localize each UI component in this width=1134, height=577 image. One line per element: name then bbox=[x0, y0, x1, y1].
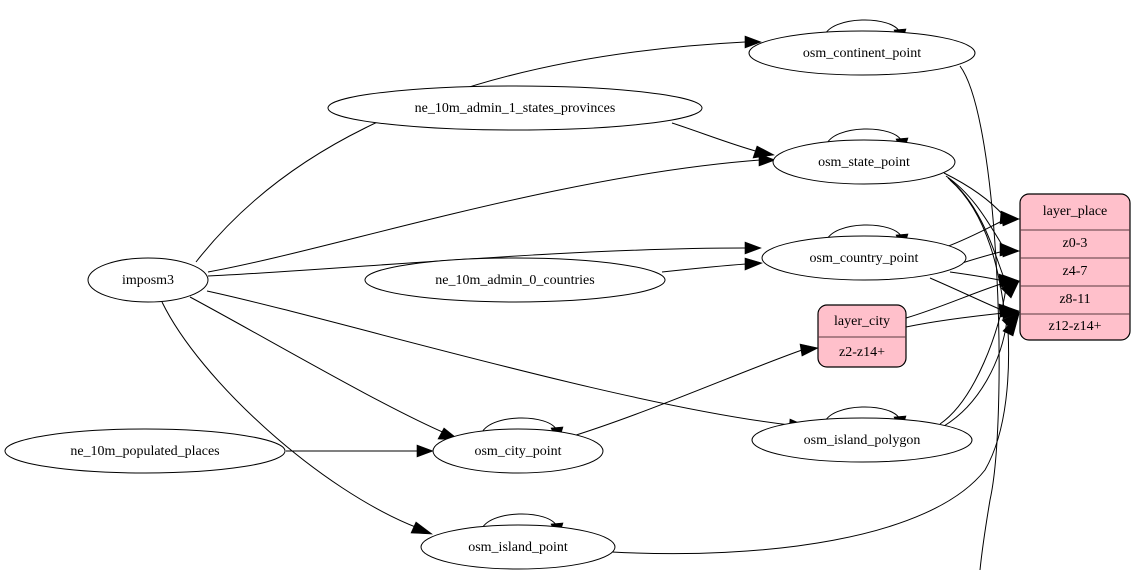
record-row-z0-3[interactable]: z0-3 bbox=[1063, 236, 1088, 251]
edge-osm_state_point-to-layer_place-z12-z14 bbox=[949, 179, 1005, 309]
self-loop-osm_state_point bbox=[825, 128, 903, 147]
edge-osm_state_point-to-layer_place-z0-3 bbox=[943, 172, 1005, 217]
self-loop-osm_island_polygon bbox=[823, 406, 901, 425]
node-shape-ellipse bbox=[87, 257, 209, 303]
node-label: osm_island_point bbox=[468, 540, 568, 555]
edge-imposm3-to-osm_island_polygon bbox=[206, 290, 791, 426]
record-row-z8-11[interactable]: z8-11 bbox=[1059, 292, 1090, 307]
node-imposm3[interactable]: imposm3 bbox=[87, 257, 209, 303]
node-label: ne_10m_populated_places bbox=[70, 444, 219, 459]
node-label: osm_country_point bbox=[810, 251, 919, 266]
node-osm_state_point[interactable]: osm_state_point bbox=[772, 139, 956, 185]
node-label: ne_10m_admin_0_countries bbox=[435, 273, 594, 288]
node-label: osm_island_polygon bbox=[804, 433, 921, 448]
node-shape-ellipse bbox=[772, 139, 956, 185]
node-shape-ellipse bbox=[748, 30, 976, 76]
edge-osm_city_point-to-layer_city bbox=[569, 349, 803, 438]
node-shape-ellipse bbox=[761, 235, 967, 281]
node-osm_island_polygon[interactable]: osm_island_polygon bbox=[751, 417, 973, 463]
node-osm_island_point[interactable]: osm_island_point bbox=[420, 524, 616, 570]
record-row-z12-z14[interactable]: z12-z14+ bbox=[1049, 319, 1102, 334]
node-label: imposm3 bbox=[122, 273, 174, 288]
edge-osm_state_point-to-layer_place-z4-7 bbox=[945, 175, 1005, 249]
record-box-shape bbox=[817, 304, 907, 368]
arrow-head bbox=[744, 35, 762, 49]
arrow-head bbox=[1002, 313, 1020, 337]
edge-osm_country_point-to-layer_place-z12-z14 bbox=[929, 277, 1005, 312]
node-label: ne_10m_admin_1_states_provinces bbox=[415, 101, 616, 116]
node-ne_10m_admin_0_countries[interactable]: ne_10m_admin_0_countries bbox=[364, 257, 666, 303]
node-shape-ellipse bbox=[327, 85, 703, 131]
arrow-head bbox=[1000, 213, 1020, 227]
node-shape-ellipse bbox=[432, 428, 604, 474]
edge-osm_continent_point-to-layer_place-z0-3 bbox=[959, 65, 1000, 571]
node-layer: imposm3 ne_10m_admin_1_states_provinces … bbox=[4, 30, 976, 570]
arrow-head bbox=[744, 257, 763, 271]
record-node-layer_city[interactable]: layer_city z2-z14+ bbox=[817, 304, 907, 368]
edge-imposm3-to-osm_city_point bbox=[189, 296, 448, 435]
node-shape-ellipse bbox=[751, 417, 973, 463]
record-node-layer_place[interactable]: layer_place z0-3 z4-7 z8-11 z12-z14+ bbox=[1019, 193, 1131, 341]
arrow-head bbox=[1001, 244, 1020, 258]
edge-admin_0_countries-to-osm_country_point bbox=[661, 263, 747, 273]
node-shape-ellipse bbox=[364, 257, 666, 303]
edge-osm_country_point-to-layer_place-z4-7 bbox=[961, 250, 1005, 264]
arrow-head bbox=[758, 153, 776, 167]
node-shape-ellipse bbox=[420, 524, 616, 570]
edge-osm_country_point-to-layer_place-z0-3 bbox=[945, 219, 1005, 248]
node-osm_continent_point[interactable]: osm_continent_point bbox=[748, 30, 976, 76]
edge-imposm3-to-osm_continent_point bbox=[195, 41, 746, 263]
arrow-head bbox=[799, 343, 819, 357]
edge-layer_city-to-layer_place-z8-11 bbox=[905, 282, 1005, 319]
record-row-z4-7[interactable]: z4-7 bbox=[1063, 264, 1088, 279]
self-loop-osm_island_point bbox=[480, 513, 558, 532]
edge-osm_island_polygon-to-layer_place-z12-z14 bbox=[943, 319, 1008, 427]
node-ne_10m_populated_places[interactable]: ne_10m_populated_places bbox=[4, 428, 286, 474]
arrow-head bbox=[410, 521, 433, 535]
self-loop-osm_country_point bbox=[825, 224, 903, 243]
edge-layer_city-to-layer_place-z12-z14 bbox=[905, 312, 1005, 328]
self-loop-osm_continent_point bbox=[823, 19, 901, 38]
edge-osm_island_point-to-layer_place-z12-z14 bbox=[611, 329, 1010, 555]
node-osm_city_point[interactable]: osm_city_point bbox=[432, 428, 604, 474]
edge-osm_island_polygon-to-layer_place-z8-11 bbox=[939, 287, 1007, 425]
node-ne_10m_admin_1_states_provinces[interactable]: ne_10m_admin_1_states_provinces bbox=[327, 85, 703, 131]
self-loop-osm_city_point bbox=[480, 417, 558, 436]
record-row-header: layer_place bbox=[1043, 204, 1108, 219]
node-label: osm_state_point bbox=[818, 155, 910, 170]
edge-states_provinces-to-osm_state_point bbox=[671, 122, 760, 153]
record-node-layer: layer_place z0-3 z4-7 z8-11 z12-z14+ lay… bbox=[817, 193, 1131, 368]
record-row-header: layer_city bbox=[834, 314, 890, 329]
arrow-head bbox=[752, 145, 775, 159]
node-label: osm_continent_point bbox=[803, 46, 921, 61]
record-row-z2-z14[interactable]: z2-z14+ bbox=[839, 345, 885, 360]
node-osm_country_point[interactable]: osm_country_point bbox=[761, 235, 967, 281]
edge-imposm3-to-osm_island_point bbox=[161, 301, 419, 529]
node-shape-ellipse bbox=[4, 428, 286, 474]
arrow-head bbox=[416, 444, 434, 458]
edge-osm_country_point-to-layer_place-z8-11 bbox=[949, 271, 1005, 282]
edge-imposm3-to-osm_state_point bbox=[207, 159, 761, 273]
arrow-head bbox=[744, 241, 762, 255]
arrow-head bbox=[1000, 280, 1020, 299]
node-label: osm_city_point bbox=[474, 444, 561, 459]
